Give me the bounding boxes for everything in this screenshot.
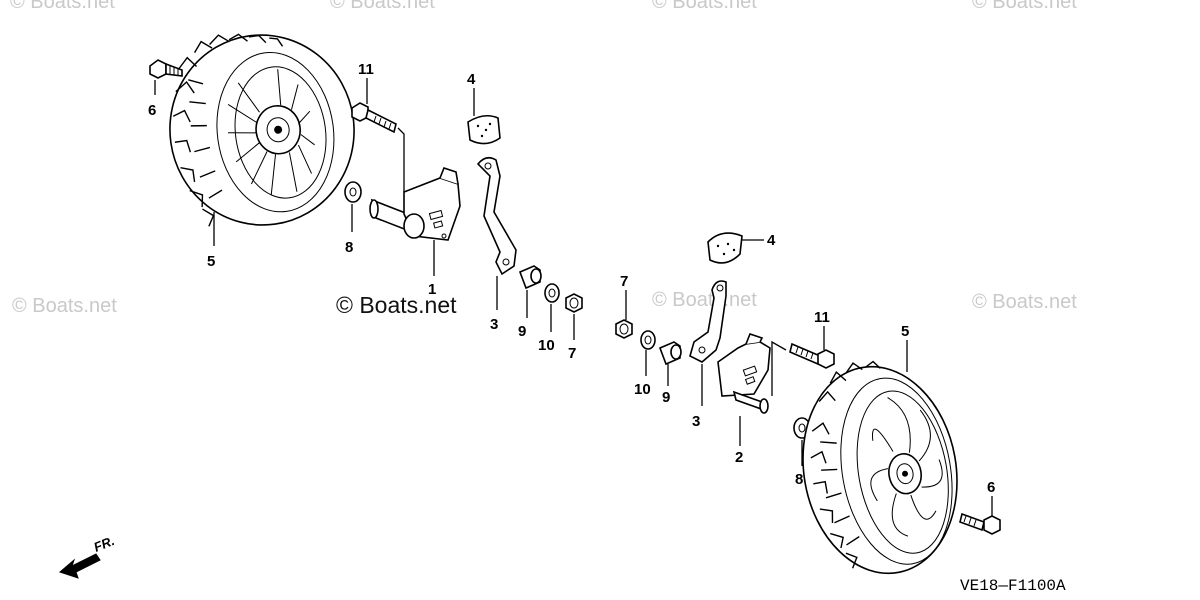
watermark-text: © Boats.net (10, 0, 115, 13)
callout-3-left: 3 (490, 316, 498, 333)
callout-9-right: 9 (662, 389, 670, 406)
left-collar (518, 265, 542, 318)
right-wheel-bolt (959, 496, 1001, 535)
watermark-text: © Boats.net (972, 0, 1077, 13)
callout-3-right: 3 (692, 413, 700, 430)
left-adjuster-bracket (369, 167, 461, 276)
watermark-text: © Boats.net (652, 289, 757, 311)
callout-7-right: 7 (620, 273, 628, 290)
watermark-main: © Boats.net (336, 292, 457, 318)
left-pad (467, 88, 501, 145)
watermark-text: © Boats.net (12, 295, 117, 317)
left-lever (476, 156, 517, 310)
right-adjuster-bracket (717, 333, 771, 446)
callout-8-right: 8 (795, 471, 803, 488)
watermark-layer: © Boats.net © Boats.net © Boats.net © Bo… (10, 0, 1077, 318)
right-lever (689, 280, 727, 406)
left-pivot-bolt (351, 78, 405, 192)
left-washer (344, 181, 362, 232)
front-direction-marker: FR. (59, 533, 117, 579)
callout-6-right: 6 (987, 479, 995, 496)
callout-7-left: 7 (568, 345, 576, 362)
callout-2: 2 (735, 449, 743, 466)
front-label: FR. (92, 533, 117, 555)
callout-11-left: 11 (358, 61, 374, 78)
callout-10-left: 10 (538, 337, 555, 354)
left-wheel-bolt (149, 59, 183, 95)
callout-4-right: 4 (767, 232, 776, 249)
callouts: 6 11 4 8 5 1 3 9 10 7 4 7 11 5 10 9 3 2 … (148, 61, 995, 496)
callout-6-left: 6 (148, 102, 156, 119)
right-pad (707, 232, 764, 264)
right-collar (658, 341, 682, 386)
callout-4-left: 4 (467, 71, 476, 88)
watermark-text: © Boats.net (330, 0, 435, 13)
callout-5-left: 5 (207, 253, 215, 270)
diagram-code: VE18—F1100A (960, 577, 1066, 595)
callout-10-right: 10 (634, 381, 651, 398)
right-lock-washer (640, 330, 656, 376)
watermark-text: © Boats.net (972, 291, 1077, 313)
left-lock-washer (544, 283, 560, 332)
right-pivot-bolt (771, 326, 835, 396)
right-wheel (802, 340, 958, 575)
callout-1: 1 (428, 281, 436, 298)
watermark-text: © Boats.net (652, 0, 757, 13)
callout-8-left: 8 (345, 239, 353, 256)
right-flange-nut (615, 290, 633, 339)
callout-5-right: 5 (901, 323, 909, 340)
left-wheel (169, 33, 355, 227)
left-flange-nut (565, 293, 583, 340)
callout-11-right: 11 (814, 309, 830, 326)
callout-9-left: 9 (518, 323, 526, 340)
